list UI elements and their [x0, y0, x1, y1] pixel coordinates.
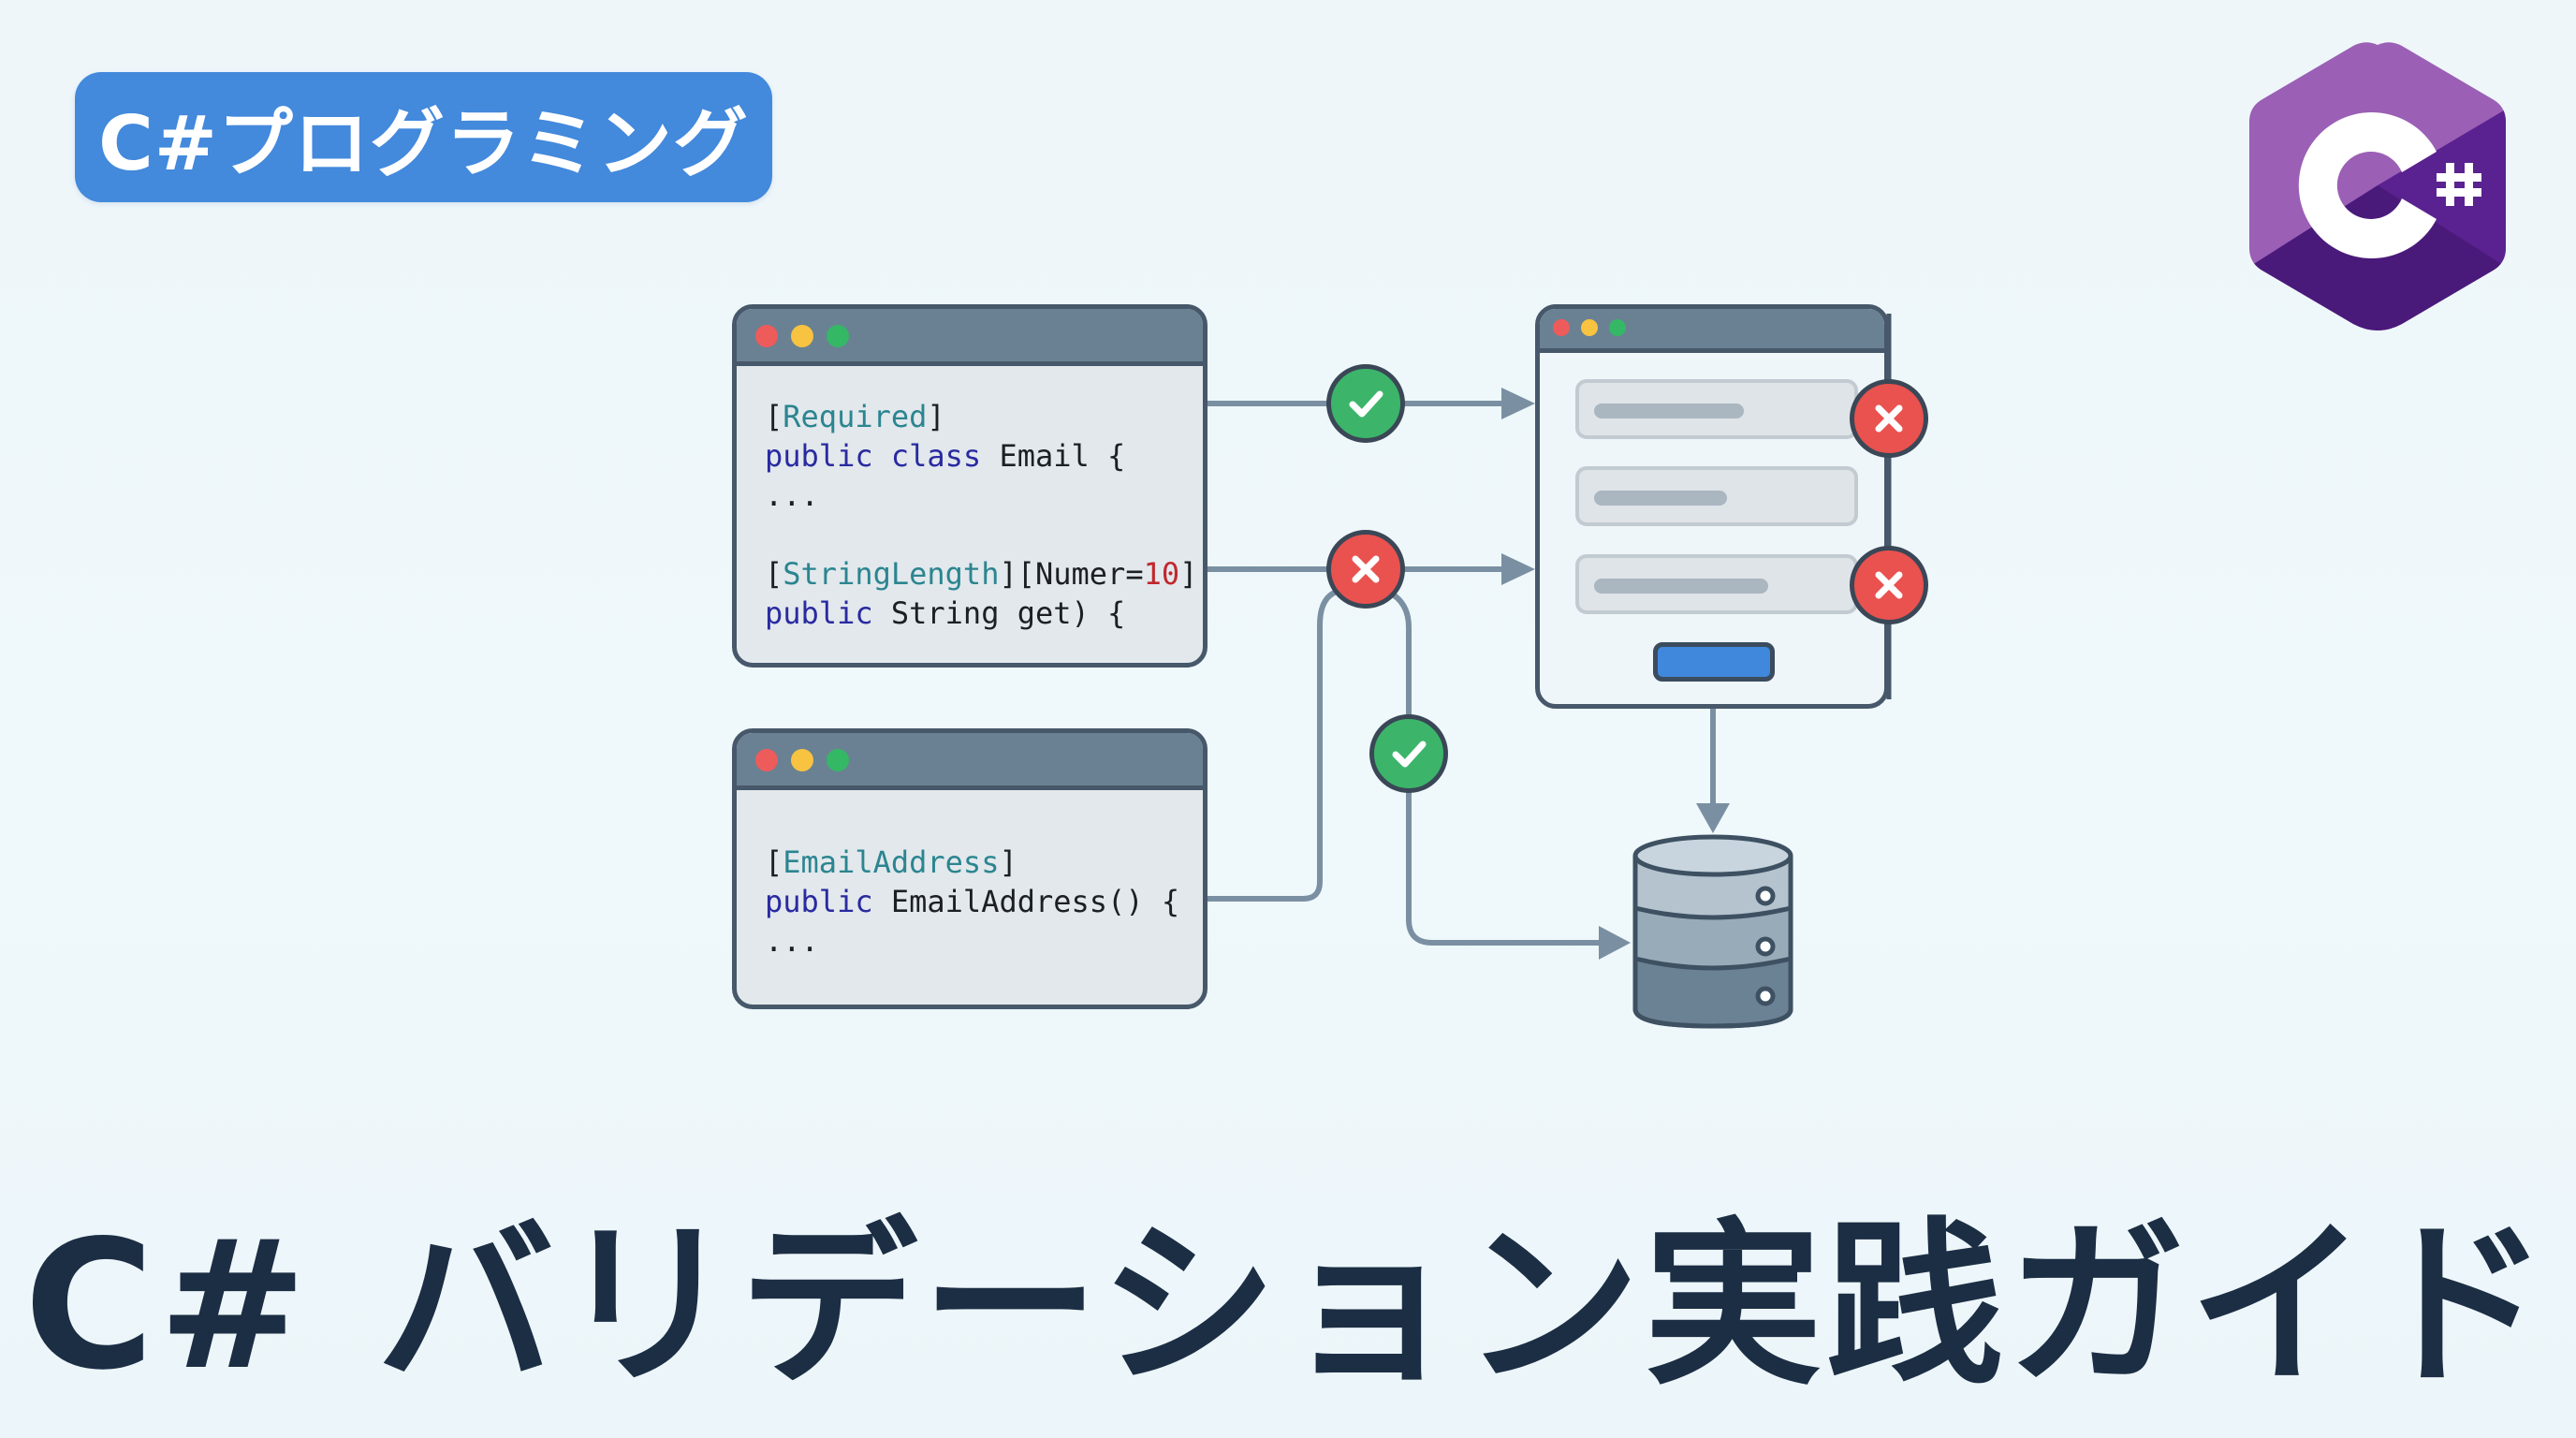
code-token-plain: [873, 438, 891, 474]
minimize-dot-icon: [791, 325, 813, 347]
code-token-kw: public: [765, 884, 873, 919]
x-mark-icon: [1850, 546, 1928, 624]
submit-button[interactable]: [1653, 642, 1775, 682]
field-placeholder-bar: [1594, 404, 1744, 418]
code-token-plain: ]: [1179, 556, 1198, 592]
field-placeholder-bar: [1594, 579, 1768, 594]
wire-emailaddress-up: [1205, 587, 1351, 902]
close-dot-icon: [755, 749, 778, 771]
code-line: [Required]: [765, 397, 1203, 436]
page-title: C# バリデーション実践ガイド: [23, 1202, 2553, 1409]
close-dot-icon: [1553, 319, 1570, 336]
form-field[interactable]: [1575, 554, 1858, 614]
field-placeholder-bar: [1594, 491, 1727, 506]
form-field[interactable]: [1575, 379, 1858, 439]
code-line: public String get) {: [765, 594, 1203, 633]
check-icon: [1326, 364, 1405, 443]
logo-c-glyph: [2298, 111, 2437, 258]
code-block: [Required]public class Email {...[String…: [737, 366, 1203, 633]
code-token-attr: Required: [783, 399, 928, 434]
code-token-plain: Email {: [981, 438, 1126, 474]
code-block: [EmailAddress]public EmailAddress() {...: [737, 790, 1203, 961]
database-icon: [1632, 834, 1793, 1029]
code-token-kw: public: [765, 595, 873, 631]
code-token-plain: ][Numer=: [999, 556, 1144, 592]
code-token-kw: public: [765, 438, 873, 474]
close-dot-icon: [755, 325, 778, 347]
logo-hash-glyph: [2437, 163, 2481, 206]
logo-hex-dark: [2249, 185, 2506, 330]
arrowhead-stringlength: [1501, 553, 1535, 585]
wire-check-to-db: [1406, 790, 1608, 946]
code-token-plain: ...: [765, 477, 819, 513]
minimize-dot-icon: [791, 749, 813, 771]
form-window: [1535, 304, 1889, 709]
check-icon: [1369, 714, 1448, 793]
code-token-plain: ...: [765, 923, 819, 959]
arrowhead-required: [1501, 388, 1535, 419]
code-line: [StringLength][Numer=10]: [765, 554, 1203, 594]
code-token-num: 10: [1143, 556, 1180, 592]
form-field[interactable]: [1575, 466, 1858, 526]
x-mark-icon: [1326, 530, 1405, 609]
code-line: [765, 515, 1203, 554]
window-titlebar: [1540, 309, 1884, 353]
window-titlebar: [737, 309, 1203, 366]
code-token-plain: [: [765, 399, 783, 434]
maximize-dot-icon: [827, 749, 849, 771]
csharp-logo-icon: [2249, 42, 2506, 330]
code-token-attr: StringLength: [783, 556, 1000, 592]
category-badge-label: C#プログラミング: [98, 99, 749, 187]
code-line: public EmailAddress() {: [765, 882, 1203, 921]
code-line: public class Email {: [765, 436, 1203, 476]
code-token-plain: ]: [927, 399, 945, 434]
maximize-dot-icon: [1609, 319, 1626, 336]
code-line: ...: [765, 921, 1203, 961]
minimize-dot-icon: [1581, 319, 1598, 336]
arrowhead-db-side: [1599, 926, 1631, 960]
maximize-dot-icon: [827, 325, 849, 347]
code-window-email-address: [EmailAddress]public EmailAddress() {...: [732, 728, 1208, 1009]
code-line: [EmailAddress]: [765, 843, 1203, 882]
code-line: ...: [765, 476, 1203, 515]
code-token-plain: [: [765, 844, 783, 880]
code-token-plain: ]: [999, 844, 1017, 880]
code-token-attr: EmailAddress: [783, 844, 1000, 880]
code-token-plain: EmailAddress() {: [872, 884, 1180, 919]
window-titlebar: [737, 733, 1203, 790]
wire-x-to-check: [1381, 587, 1412, 717]
category-badge: C#プログラミング: [75, 72, 772, 202]
arrowhead-db-top: [1696, 803, 1730, 833]
code-window-validation-attributes: [Required]public class Email {...[String…: [732, 304, 1208, 668]
code-token-plain: String get) {: [872, 595, 1126, 631]
code-token-kw: class: [890, 438, 982, 474]
x-mark-icon: [1850, 379, 1928, 458]
code-token-plain: [: [765, 556, 783, 592]
